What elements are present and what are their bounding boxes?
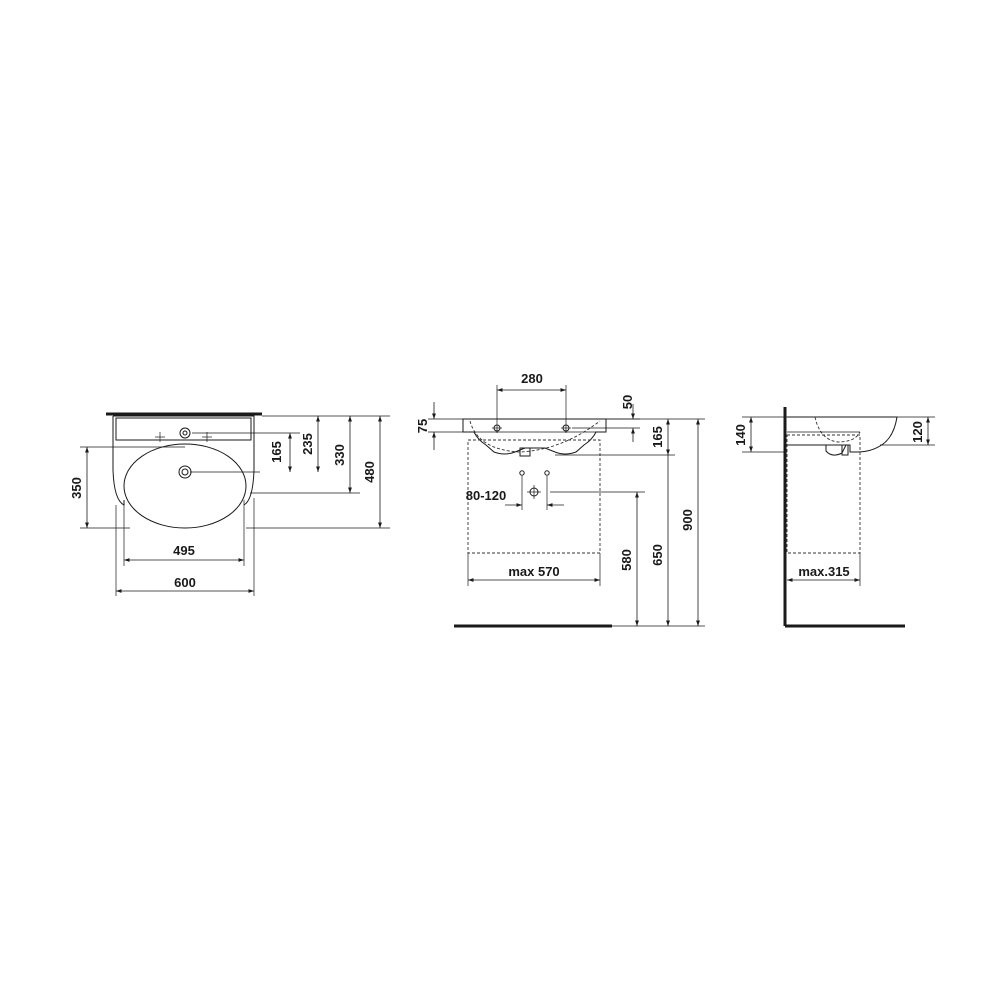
dim-max-315-label: max.315 — [798, 564, 849, 579]
side-view: 140 120 max.315 — [733, 407, 935, 628]
dim-max-570-label: max 570 — [508, 564, 559, 579]
top-view: 165 235 330 480 350 495 600 — [69, 412, 390, 596]
basin-front-outline — [462, 418, 607, 455]
tap-hole-icon — [492, 423, 571, 433]
cabinet-outline-dashed — [467, 439, 601, 554]
front-view: 280 50 75 165 580 650 900 80-120 — [415, 371, 705, 628]
dim-650-label: 650 — [650, 544, 665, 566]
dim-165-label: 165 — [269, 441, 284, 463]
dim-140-label: 140 — [733, 424, 748, 446]
dim-50-label: 50 — [620, 395, 635, 409]
dim-280-label: 280 — [521, 371, 543, 386]
fixing-cross-icon — [155, 432, 212, 442]
dim-75-label: 75 — [415, 419, 430, 433]
cabinet-outline-dashed — [786, 434, 861, 554]
dim-120-label: 120 — [910, 421, 925, 443]
bowl-section-dashed — [469, 420, 601, 453]
bowl-section-dashed — [814, 416, 861, 443]
bowl-oval — [123, 443, 247, 529]
dim-330-label: 330 — [332, 444, 347, 466]
tap-hole-icon — [179, 427, 191, 439]
dim-80-120-label: 80-120 — [466, 488, 506, 503]
dim-480-label: 480 — [362, 461, 377, 483]
basin-side-outline — [787, 416, 898, 453]
dim-580-label: 580 — [619, 549, 634, 571]
dim-495-label: 495 — [173, 543, 195, 558]
wall-connection-icon — [519, 470, 550, 499]
dim-900-label: 900 — [680, 509, 695, 531]
dim-165-label: 165 — [650, 426, 665, 448]
dim-350-label: 350 — [69, 477, 84, 499]
drain-trap — [825, 444, 847, 456]
dim-600-label: 600 — [174, 575, 196, 590]
drain-stub — [519, 447, 531, 457]
dim-235-label: 235 — [300, 433, 315, 455]
drain-icon — [178, 465, 192, 479]
basin-back-deck — [115, 417, 252, 441]
